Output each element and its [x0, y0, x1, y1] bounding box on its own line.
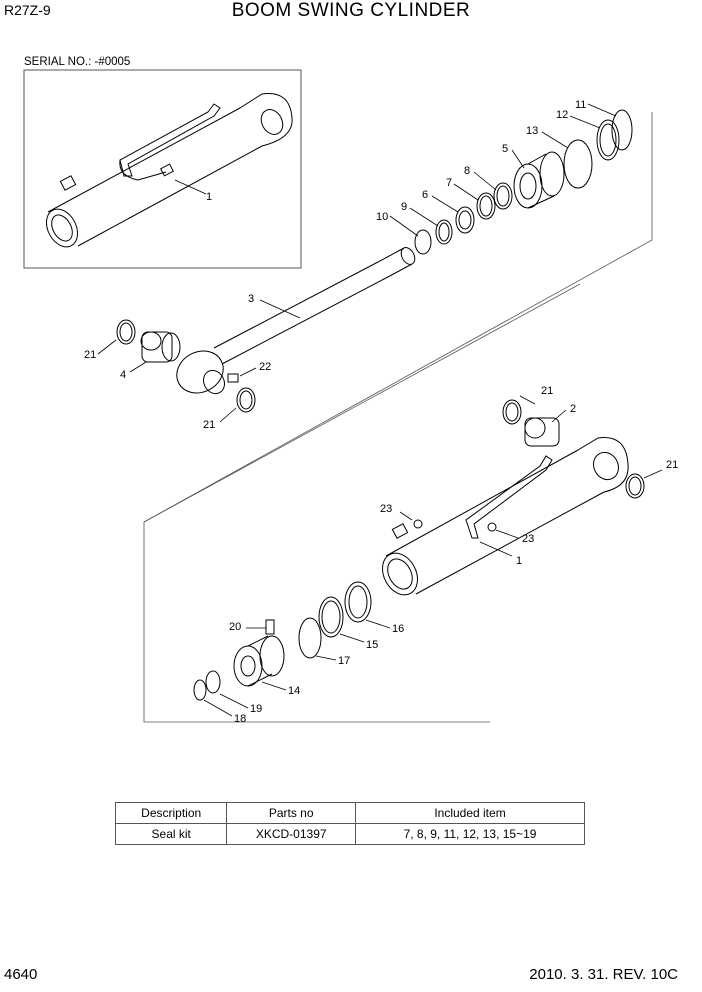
callout-13: 13: [526, 125, 538, 137]
callout-9: 9: [401, 201, 407, 213]
col-parts-no: Parts no: [226, 802, 357, 824]
model-code: R27Z-9: [4, 2, 51, 18]
serial-number: SERIAL NO.: -#0005: [24, 56, 131, 68]
page-title: BOOM SWING CYLINDER: [231, 0, 471, 21]
callout-4: 4: [120, 369, 126, 381]
callout-21d: 21: [666, 459, 678, 471]
o-ring-13: [563, 139, 593, 189]
o-ring-23b: [487, 522, 497, 532]
table-header-row: Description Parts no Included item: [114, 802, 585, 824]
callout-22: 22: [259, 361, 271, 373]
ring-11: [611, 109, 633, 151]
callout-5: 5: [502, 143, 508, 155]
callout-6: 6: [422, 189, 428, 201]
callout-2: 2: [570, 403, 576, 415]
callout-16: 16: [392, 623, 404, 635]
cell-parts-no: XKCD-01397: [226, 823, 357, 845]
callout-1-main: 1: [516, 555, 522, 567]
o-ring-23a: [413, 519, 423, 529]
dust-seal-21a: [116, 319, 136, 345]
callout-21b: 21: [203, 419, 215, 431]
ring-15: [318, 596, 344, 638]
callout-15: 15: [366, 639, 378, 651]
revision-date: 2010. 3. 31. REV. 10C: [529, 966, 678, 983]
callout-14: 14: [288, 685, 300, 697]
callout-21c: 21: [541, 385, 553, 397]
callout-12: 12: [556, 109, 568, 121]
cell-description: Seal kit: [114, 823, 228, 845]
callout-10: 10: [376, 211, 388, 223]
table-row: Seal kit XKCD-01397 7, 8, 9, 11, 12, 13,…: [114, 823, 585, 845]
callout-21a: 21: [84, 349, 96, 361]
main-cylinder-tube: [381, 437, 629, 596]
callout-11: 11: [575, 99, 586, 111]
dust-seal-21c: [502, 399, 522, 425]
callout-23a: 23: [380, 503, 392, 515]
bushing-4: [140, 331, 181, 363]
ring-12: [596, 119, 620, 161]
ring-18: [193, 679, 207, 701]
rod-cover-5: [513, 151, 565, 209]
callout-20: 20: [229, 621, 241, 633]
piston-rod: [176, 247, 416, 395]
callout-8: 8: [464, 165, 470, 177]
grease-nipple-22: [227, 373, 239, 383]
col-description: Description: [114, 802, 228, 824]
piston-14: [233, 635, 285, 687]
ring-9: [435, 219, 453, 245]
bushing-2: [524, 417, 560, 447]
callout-labels: 1 1 2 3 4 5 6 7 8 9 10 11 12 13 14 15 16…: [84, 99, 678, 725]
callout-17: 17: [338, 655, 350, 667]
ring-6: [455, 206, 475, 234]
callout-3: 3: [248, 293, 254, 305]
ring-19: [205, 670, 221, 694]
inset-cylinder-tube: [45, 93, 293, 248]
callout-7: 7: [446, 177, 452, 189]
ring-17: [298, 617, 322, 659]
ring-10: [414, 229, 432, 255]
callout-1-inset: 1: [206, 191, 212, 203]
ring-7: [476, 192, 496, 220]
callout-23b: 23: [522, 533, 534, 545]
cell-included-item: 7, 8, 9, 11, 12, 13, 15~19: [355, 823, 585, 845]
inset-frame: [23, 69, 302, 269]
ring-8: [493, 182, 513, 210]
page-number: 4640: [4, 966, 38, 983]
set-screw-20: [265, 619, 275, 635]
seal-kit-table: Description Parts no Included item Seal …: [114, 802, 585, 845]
callout-19: 19: [250, 703, 262, 715]
col-included-item: Included item: [355, 802, 585, 824]
callout-18: 18: [234, 713, 246, 725]
dust-seal-21b: [236, 387, 256, 413]
ring-16: [344, 581, 372, 623]
dust-seal-21d: [625, 473, 645, 499]
